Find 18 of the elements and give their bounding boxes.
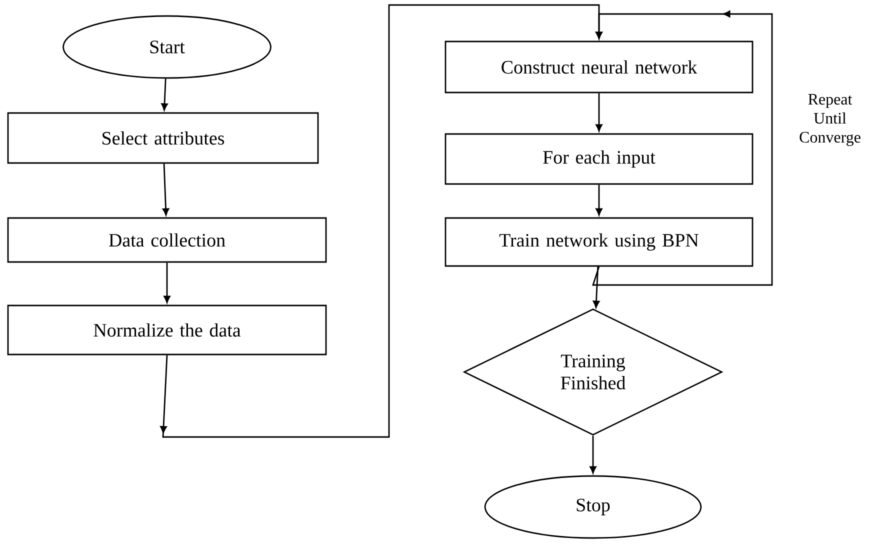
arrow — [596, 93, 602, 132]
process-box: Construct neural network — [444, 40, 754, 94]
terminal-oval: Start — [62, 15, 272, 79]
process-box: Train network using BPN — [444, 217, 754, 267]
edge-label: Repeat Until Converge — [798, 93, 862, 147]
process-box: For each input — [444, 133, 754, 185]
arrow — [592, 10, 773, 286]
terminal-oval: Stop — [484, 475, 702, 539]
arrow — [160, 4, 602, 438]
arrow — [164, 262, 170, 304]
arrow — [592, 266, 600, 308]
arrow — [161, 78, 168, 111]
arrow — [596, 184, 602, 216]
process-box: Data collection — [7, 217, 327, 263]
arrow — [162, 164, 170, 216]
process-box: Select attributes — [7, 112, 319, 164]
arrow — [590, 436, 596, 474]
process-box: Normalize the data — [7, 304, 327, 356]
